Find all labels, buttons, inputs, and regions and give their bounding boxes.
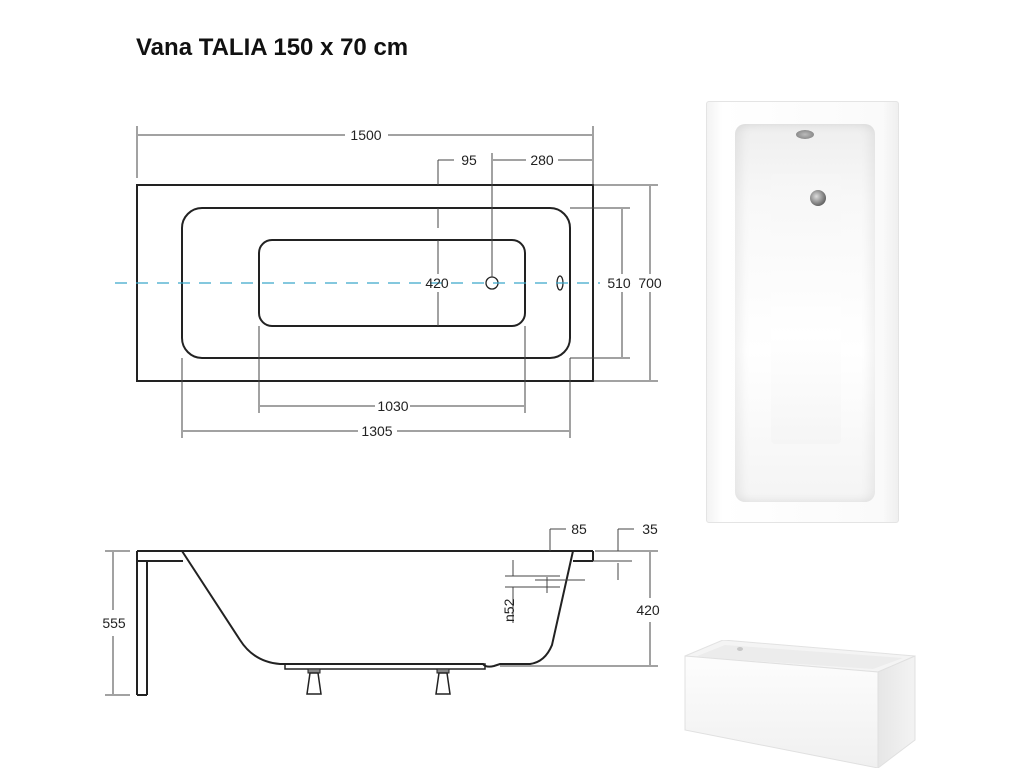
page-title: Vana TALIA 150 x 70 cm [136,34,409,61]
side-view [136,550,594,696]
dim-85: 85 [571,521,587,537]
dim-420-width: 420 [425,275,449,291]
dim-280: 280 [530,152,554,168]
dim-n52: n52 [501,598,517,622]
side-view-dimensions [105,528,658,696]
dim-35: 35 [642,521,658,537]
dim-420-depth: 420 [636,602,660,618]
bathtub-with-panel-photo [684,640,916,768]
overflow-fitting-icon [796,130,814,139]
dim-555: 555 [102,615,126,631]
basin-floor [771,174,841,444]
side-view-labels: 555 85 35 420 n52 [102,521,660,631]
dim-510: 510 [607,275,631,291]
dim-1305: 1305 [361,423,392,439]
dim-1030: 1030 [377,398,408,414]
drain-fitting-icon [810,190,826,206]
top-view-labels: 1500 95 280 420 510 700 1030 1305 [350,127,661,439]
dim-1500: 1500 [350,127,381,143]
top-view-dimensions [136,126,658,438]
basin-well [735,124,875,502]
dim-700: 700 [638,275,662,291]
bathtub-top-view-photo [706,101,899,523]
dim-95: 95 [461,152,477,168]
